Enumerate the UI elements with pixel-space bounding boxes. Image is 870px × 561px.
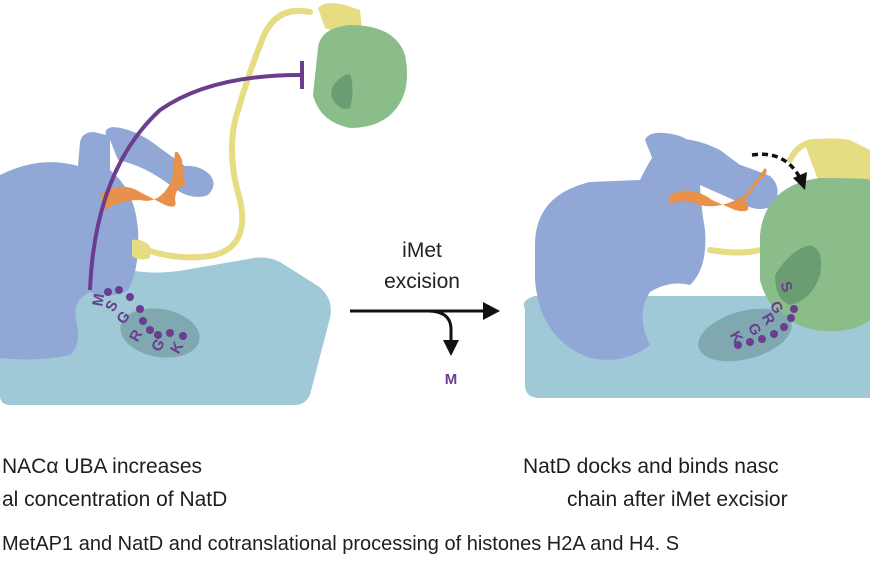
right-panel: S G R G K [523, 132, 870, 398]
excision-arrow-branch [427, 309, 453, 342]
right-caption-line2: chain after iMet excisior [567, 488, 788, 511]
right-nac-alpha [670, 168, 767, 212]
left-natd [313, 25, 408, 128]
right-exit-tunnel [698, 308, 792, 362]
main-arrow-head [483, 302, 500, 320]
left-panel: M S G R G K [0, 3, 408, 405]
left-natd-cap [318, 3, 362, 33]
left-residue-m: M [89, 292, 108, 307]
left-ribosome-large-subunit [0, 132, 139, 360]
right-caption-line1: NatD docks and binds nasc [523, 455, 779, 478]
right-docking-arrow [751, 152, 802, 179]
excised-residue-m: M [445, 371, 458, 388]
left-linker-dock [132, 239, 150, 260]
left-natd-pocket [331, 74, 353, 109]
right-peptide-beads [734, 305, 798, 349]
arrow-label-line1: iMet [402, 239, 442, 262]
left-caption-line2: al concentration of NatD [2, 488, 228, 511]
arrow-label-line2: excision [384, 270, 460, 293]
iMet-excision-arrow: iMet excision M [350, 239, 500, 388]
left-nac-alpha [100, 151, 185, 210]
right-docking-arrow-head [793, 172, 807, 190]
figure-caption: MetAP1 and NatD and cotranslational proc… [2, 533, 680, 555]
right-natd-pocket [775, 245, 822, 305]
excision-arrow-head [443, 340, 459, 356]
left-peptide-beads [104, 286, 187, 340]
left-caption-line1: NACα UBA increases [2, 455, 203, 478]
right-nac-beta [645, 132, 778, 209]
left-linker [137, 7, 313, 261]
left-inhibition-line [88, 73, 301, 291]
